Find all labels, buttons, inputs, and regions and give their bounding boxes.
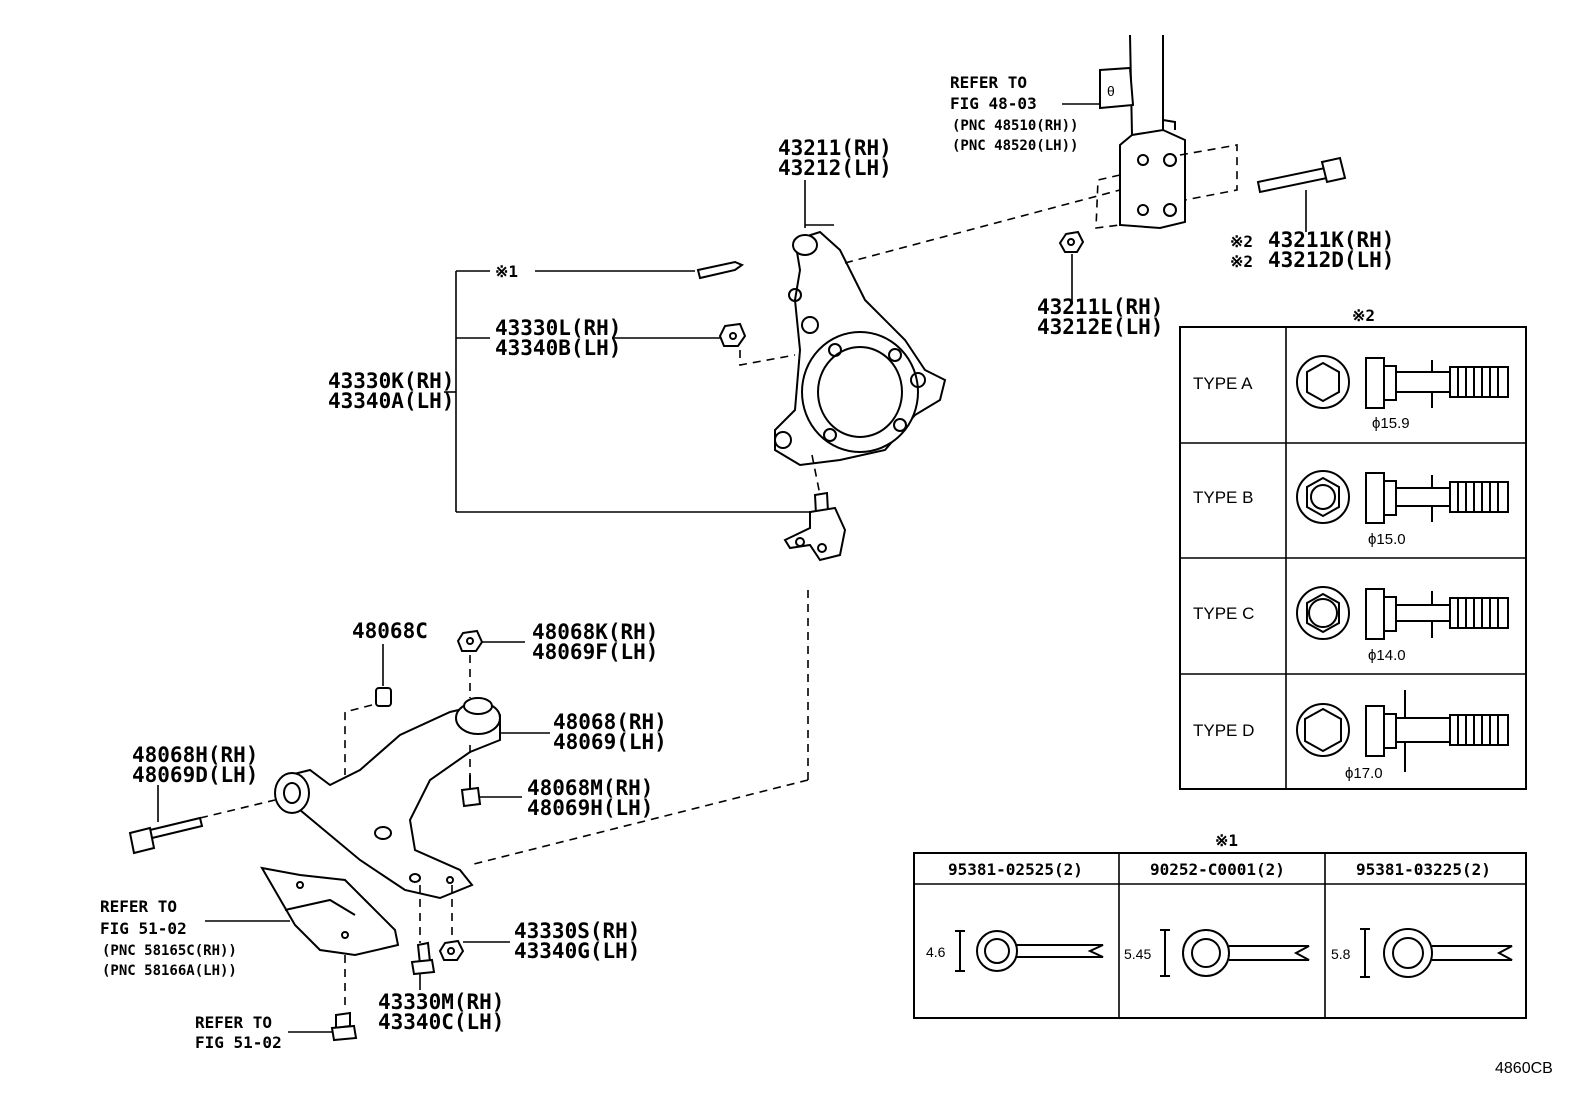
bottom-ref-line2: FIG 51-02: [195, 1033, 282, 1052]
bolt-type-diameter: ϕ15.0: [1368, 531, 1406, 548]
balljoint-path-top: [811, 454, 821, 496]
cotter-dimension: 5.8: [1331, 946, 1351, 962]
strut-ref-line2: FIG 48-03: [950, 94, 1037, 113]
cover-ref-line1: REFER TO: [100, 897, 177, 916]
cover-ref-line2: FIG 51-02: [100, 919, 187, 938]
cotter-table-column: 95381-03225(2) 5.8: [1331, 860, 1513, 978]
cotter-part-number: 90252-C0001(2): [1150, 860, 1285, 879]
bottom-ref-line1: REFER TO: [195, 1013, 272, 1032]
arm-nut-icon: [456, 629, 484, 652]
arm-rear-bolt-icon: [460, 775, 482, 808]
strut-bolt-path: [1179, 144, 1238, 201]
bolt-type-label: TYPE A: [1193, 374, 1253, 393]
balljoint-bolt-icon: [410, 941, 436, 976]
balljoint-nut-path: [739, 350, 796, 366]
arm-nut-label-rh: 48068K(RH): [532, 620, 658, 644]
steering-knuckle-drawing: [774, 230, 947, 467]
bolt-type-row: TYPE B ϕ15.0: [1193, 470, 1509, 548]
bolt-type-label: TYPE D: [1193, 721, 1254, 740]
strut-bolt-mark-1: ※2: [1230, 232, 1253, 251]
bolt-type-a-icon: [1296, 355, 1509, 409]
lower-arm-drawing: [274, 697, 501, 900]
strut-bolt-label-rh: 43211K(RH): [1268, 228, 1394, 252]
balljoint-bracket: [444, 270, 812, 513]
strut-ref-pnc2: (PNC 48520(LH)): [952, 138, 1078, 154]
balljoint-bolt-nut-icon: [438, 939, 465, 961]
strut-bolt-mark-2: ※2: [1230, 252, 1253, 271]
strut-drawing: θ: [1095, 34, 1186, 230]
bolt-type-diameter: ϕ14.0: [1368, 647, 1406, 664]
knuckle-label-rh: 43211(RH): [778, 136, 892, 160]
arm-nut-label-lh: 48069F(LH): [532, 640, 658, 664]
arm-front-bolt-icon: [128, 816, 204, 855]
bolt-type-d-icon: [1296, 690, 1509, 772]
cotter-pin-diagram-icon: [955, 930, 1104, 972]
cotter-dimension: 4.6: [926, 944, 946, 960]
lower-arm-label-rh: 48068(RH): [553, 710, 667, 734]
figure-code: 4860CB: [1495, 1060, 1553, 1077]
ball-joint-drawing: [783, 491, 847, 562]
cotter-table-column: 90252-C0001(2) 5.45: [1124, 860, 1310, 977]
lower-arm-label-lh: 48069(LH): [553, 730, 667, 754]
cotter-part-number: 95381-03225(2): [1356, 860, 1491, 879]
strut-nut-label-lh: 43212E(LH): [1037, 315, 1163, 339]
arm-stopper-label: 48068C: [352, 619, 428, 643]
cover-ref-pnc2: (PNC 58166A(LH)): [102, 963, 237, 979]
balljoint-bolt-nut-label-lh: 43340G(LH): [514, 939, 640, 963]
cotter-table-column: 95381-02525(2) 4.6: [926, 860, 1104, 972]
strut-bolt-label-lh: 43212D(LH): [1268, 248, 1394, 272]
bolt-type-b-icon: [1296, 470, 1509, 524]
cover-ref-pnc1: (PNC 58165C(RH)): [102, 943, 237, 959]
strut-nut-label-rh: 43211L(RH): [1037, 295, 1163, 319]
arm-rear-bolt-label-lh: 48069H(LH): [527, 796, 653, 820]
knuckle-to-strut-path: [844, 189, 1121, 264]
bolt-type-label: TYPE B: [1193, 488, 1253, 507]
bolt-type-diameter: ϕ15.9: [1372, 415, 1410, 432]
svg-text:θ: θ: [1107, 83, 1115, 99]
strut-bolt-icon: [1256, 156, 1347, 194]
bolt-type-c-icon: [1296, 586, 1509, 640]
balljoint-bolt-label-lh: 43340C(LH): [378, 1010, 504, 1034]
balljoint-path-diag: [469, 779, 809, 866]
strut-ref-pnc1: (PNC 48510(RH)): [952, 118, 1078, 134]
knuckle-label-lh: 43212(LH): [778, 156, 892, 180]
arm-rear-bolt-label-rh: 48068M(RH): [527, 776, 653, 800]
bolt-type-label: TYPE C: [1193, 604, 1254, 623]
cotter-pin-table: [913, 852, 1527, 1019]
balljoint-bolt-label-rh: 43330M(RH): [378, 990, 504, 1014]
cotter-table-mark: ※1: [1215, 831, 1238, 850]
arm-front-bolt-label-rh: 48068H(RH): [132, 743, 258, 767]
cotter-pin-icon: [696, 260, 745, 280]
bolt-type-row: TYPE C ϕ14.0: [1193, 586, 1509, 664]
arm-front-bolt-path: [199, 799, 276, 819]
cotter-pin-diagram-icon: [1360, 928, 1513, 978]
arm-front-bolt-label-lh: 48069D(LH): [132, 763, 258, 787]
engine-under-cover-drawing: [260, 866, 400, 957]
bolt-type-row: TYPE A ϕ15.9: [1193, 355, 1509, 432]
arm-stopper-icon: [375, 687, 392, 707]
bolt-types-mark: ※2: [1352, 306, 1375, 325]
bottom-bolt-icon: [330, 1011, 358, 1042]
balljoint-nut-label-rh: 43330L(RH): [495, 316, 621, 340]
cotter-pin-mark: ※1: [495, 262, 518, 281]
cotter-part-number: 95381-02525(2): [948, 860, 1083, 879]
bolt-types-table: [1179, 326, 1527, 790]
cotter-dimension: 5.45: [1124, 946, 1151, 962]
bolt-type-diameter: ϕ17.0: [1345, 765, 1383, 782]
balljoint-nut-label-lh: 43340B(LH): [495, 336, 621, 360]
bolt-type-row: TYPE D ϕ17.0: [1193, 690, 1509, 782]
balljoint-nut-icon: [718, 322, 747, 347]
balljoint-label-rh: 43330K(RH): [328, 369, 454, 393]
balljoint-bolt-nut-label-rh: 43330S(RH): [514, 919, 640, 943]
strut-ref-line1: REFER TO: [950, 73, 1027, 92]
strut-nut-icon: [1058, 230, 1085, 253]
balljoint-label-lh: 43340A(LH): [328, 389, 454, 413]
cotter-pin-diagram-icon: [1160, 929, 1310, 977]
